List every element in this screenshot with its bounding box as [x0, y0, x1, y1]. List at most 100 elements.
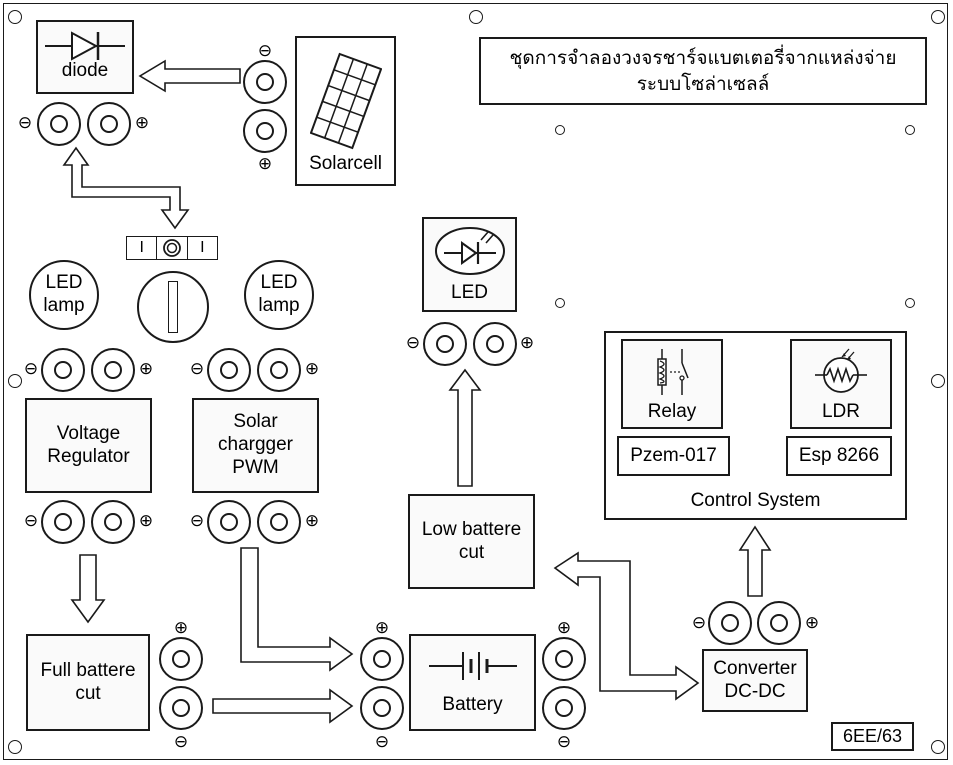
ldr-icon: [815, 348, 867, 393]
regulator-out-jack-minus[interactable]: [41, 500, 85, 544]
led-lamp-right: LED lamp: [244, 260, 314, 330]
full-cut-jack-plus[interactable]: [159, 637, 203, 681]
full-battery-cut-label: Full battere cut: [40, 659, 136, 704]
low-battery-cut-module: Low battere cut: [408, 494, 535, 589]
charger-out-jack-minus[interactable]: [207, 500, 251, 544]
charger-in-jack-minus[interactable]: [207, 348, 251, 392]
regulator-in-jack-plus[interactable]: [91, 348, 135, 392]
plus-symbol: ⊕: [374, 618, 390, 637]
flow-arrow-icon: [212, 688, 354, 724]
minus-symbol: ⊖: [189, 511, 205, 530]
flow-arrow-icon: [553, 551, 700, 701]
flow-arrow-icon: [70, 554, 106, 624]
pzem-module: Pzem-017: [617, 436, 730, 476]
screw-hole: [555, 125, 565, 135]
voltage-regulator-label: Voltage Regulator: [47, 422, 130, 467]
diode-jack-minus[interactable]: [37, 102, 81, 146]
mounting-hole: [931, 10, 945, 24]
plus-symbol: ⊕: [138, 511, 154, 530]
title-line-1: ชุดการจำลองวงจรชาร์จแบตเตอรี่จากแหล่งจ่า…: [509, 47, 897, 69]
mounting-hole: [931, 740, 945, 754]
battery-right-jack-plus[interactable]: [542, 637, 586, 681]
solarcell-module: Solarcell: [295, 36, 396, 186]
converter-jack-plus[interactable]: [757, 601, 801, 645]
led-label: LED: [451, 282, 488, 304]
minus-symbol: ⊖: [23, 359, 39, 378]
model-code-badge: 6EE/63: [831, 722, 914, 751]
switch-knob: [157, 237, 188, 259]
led-jack-minus[interactable]: [423, 322, 467, 366]
solarcell-label: Solarcell: [309, 152, 382, 174]
minus-symbol: ⊖: [17, 113, 33, 132]
title-plate: ชุดการจำลองวงจรชาร์จแบตเตอรี่จากแหล่งจ่า…: [479, 37, 927, 105]
mounting-hole: [8, 10, 22, 24]
low-battery-cut-label: Low battere cut: [421, 518, 522, 563]
led-lamp-left: LED lamp: [29, 260, 99, 330]
led-icon: [434, 227, 505, 276]
minus-symbol: ⊖: [691, 613, 707, 632]
plus-symbol: ⊕: [556, 618, 572, 637]
relay-module: Relay: [621, 339, 723, 429]
converter-module: Converter DC-DC: [702, 649, 808, 712]
plus-symbol: ⊕: [173, 618, 189, 637]
battery-label: Battery: [442, 694, 503, 716]
battery-right-jack-minus[interactable]: [542, 686, 586, 730]
plus-symbol: ⊕: [304, 511, 320, 530]
plus-symbol: ⊕: [804, 613, 820, 632]
flow-arrow-icon: [62, 146, 190, 230]
diode-module: diode: [36, 20, 134, 94]
regulator-out-jack-plus[interactable]: [91, 500, 135, 544]
mounting-hole: [8, 374, 22, 388]
mounting-hole: [931, 374, 945, 388]
minus-symbol: ⊖: [173, 732, 189, 751]
ldr-module: LDR: [790, 339, 892, 429]
regulator-in-jack-minus[interactable]: [41, 348, 85, 392]
screw-hole: [555, 298, 565, 308]
plus-symbol: ⊕: [304, 359, 320, 378]
control-system-label: Control System: [690, 490, 821, 511]
led-module: LED: [422, 217, 517, 312]
screw-hole: [905, 125, 915, 135]
power-switch[interactable]: I I: [126, 236, 218, 260]
led-jack-plus[interactable]: [473, 322, 517, 366]
minus-symbol: ⊖: [23, 511, 39, 530]
relay-label: Relay: [647, 400, 697, 422]
rotary-knob-icon[interactable]: [137, 271, 209, 343]
battery-icon: [428, 652, 517, 681]
minus-symbol: ⊖: [556, 732, 572, 751]
screw-hole: [905, 298, 915, 308]
plus-symbol: ⊕: [519, 333, 535, 352]
full-cut-jack-minus[interactable]: [159, 686, 203, 730]
diode-icon: [45, 31, 125, 61]
ldr-label: LDR: [821, 400, 860, 422]
flow-arrow-icon: [448, 368, 482, 487]
solarcell-jack-plus[interactable]: [243, 109, 287, 153]
esp-module: Esp 8266: [786, 436, 892, 476]
model-code: 6EE/63: [842, 725, 903, 746]
flow-arrow-icon: [240, 547, 354, 672]
converter-label: Converter DC-DC: [713, 657, 797, 702]
solar-charger-module: Solar chargger PWM: [192, 398, 319, 493]
battery-left-jack-plus[interactable]: [360, 637, 404, 681]
esp-label: Esp 8266: [798, 444, 880, 466]
diode-jack-plus[interactable]: [87, 102, 131, 146]
title-line-2: ระบบโซล่าเซลล์: [636, 73, 770, 95]
minus-symbol: ⊖: [374, 732, 390, 751]
charger-in-jack-plus[interactable]: [257, 348, 301, 392]
full-battery-cut-module: Full battere cut: [26, 634, 150, 731]
relay-icon: [657, 348, 689, 395]
minus-symbol: ⊖: [257, 41, 273, 60]
minus-symbol: ⊖: [405, 333, 421, 352]
charger-out-jack-plus[interactable]: [257, 500, 301, 544]
battery-left-jack-minus[interactable]: [360, 686, 404, 730]
plus-symbol: ⊕: [134, 113, 150, 132]
switch-mark-right: I: [200, 239, 205, 256]
flow-arrow-icon: [738, 525, 772, 597]
solar-panel-icon: [309, 52, 382, 149]
plus-symbol: ⊕: [257, 154, 273, 173]
converter-jack-minus[interactable]: [708, 601, 752, 645]
solarcell-jack-minus[interactable]: [243, 60, 287, 104]
solar-charger-label: Solar chargger PWM: [218, 411, 293, 478]
